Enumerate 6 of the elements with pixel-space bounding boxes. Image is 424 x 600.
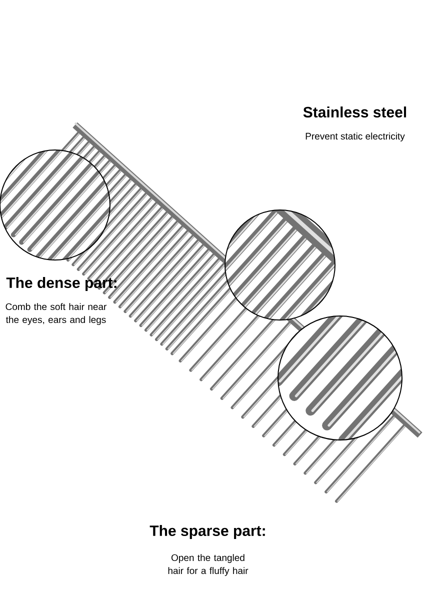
description: Open the tangled hair for a fluffy hair [168, 554, 248, 576]
heading: The dense part: [6, 277, 116, 291]
description: Prevent static electricity [306, 132, 405, 142]
heading: The sparse part: [150, 525, 265, 539]
heading: Stainless steel [303, 106, 406, 118]
description: Comb the soft hair near the eyes, ears and legs [6, 303, 107, 325]
